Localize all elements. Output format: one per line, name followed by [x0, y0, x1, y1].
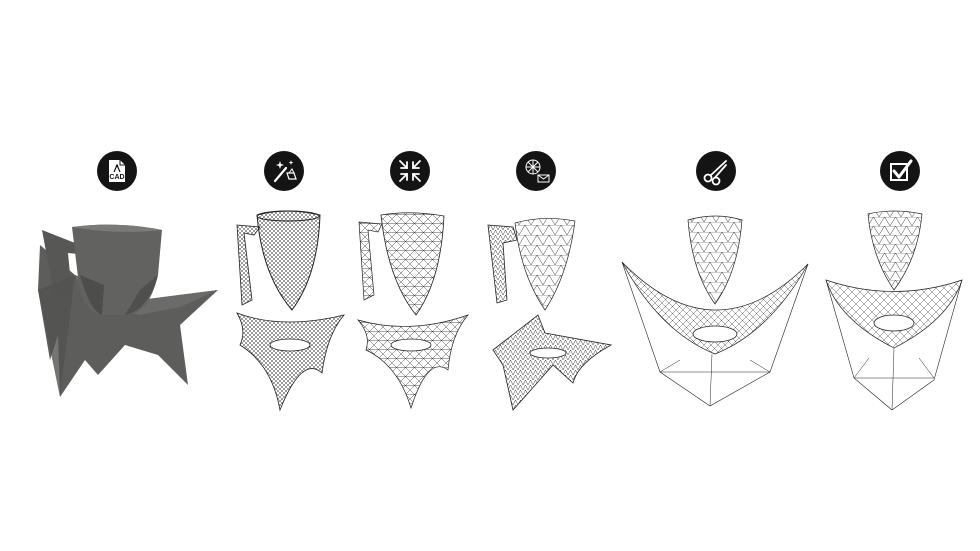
final-mesh-model: [825, 210, 963, 411]
dense-mesh-model: [236, 210, 346, 412]
cad-file-icon: CAD: [97, 151, 137, 191]
geodesic-sphere-icon: [516, 151, 556, 191]
magic-wand-icon: [264, 151, 304, 191]
compress-arrows-icon: [390, 151, 430, 191]
cad-label: CAD: [109, 174, 124, 181]
checkbox-icon: [880, 151, 920, 191]
scissors-icon: [696, 151, 736, 191]
reduced-mesh-model: [356, 212, 470, 410]
separated-mesh-model: [621, 215, 809, 407]
solid-cup-model: [38, 224, 218, 397]
tilted-mesh-model: [487, 218, 613, 411]
